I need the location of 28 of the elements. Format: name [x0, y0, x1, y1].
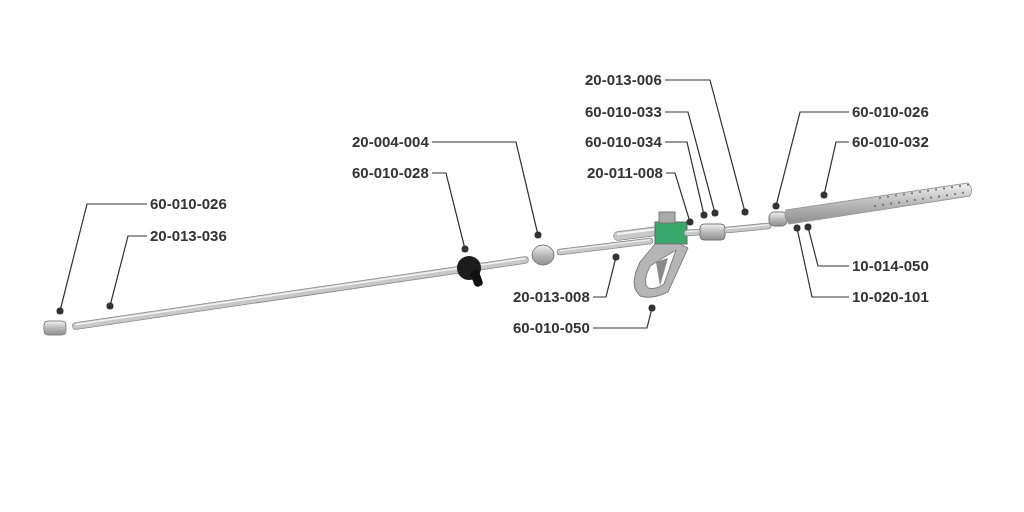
part-number: 60-010-050 — [513, 320, 590, 336]
part-number: 10-020-101 — [852, 289, 929, 305]
part-number: 20-013-008 — [513, 289, 590, 305]
part-number: 60-010-032 — [852, 134, 929, 150]
leader-line — [772, 111, 850, 210]
part-number: 10-014-050 — [852, 258, 929, 274]
leader-line — [664, 79, 749, 216]
leader-line — [820, 141, 850, 199]
part-number: 60-010-034 — [585, 134, 662, 150]
part-number: 20-011-008 — [587, 165, 663, 181]
leader-line — [592, 253, 620, 298]
leader-line — [56, 203, 148, 315]
leader-line — [665, 172, 694, 226]
leader-line — [592, 304, 656, 329]
leader-line — [106, 235, 148, 310]
part-number: 60-010-026 — [150, 196, 227, 212]
leader-line — [793, 224, 850, 298]
leader-line — [664, 141, 708, 219]
leader-line — [431, 172, 469, 253]
leader-line — [664, 111, 719, 217]
part-number: 20-004-004 — [352, 134, 429, 150]
part-number: 60-010-028 — [352, 165, 429, 181]
leader-line — [804, 223, 850, 267]
part-number: 60-010-026 — [852, 104, 929, 120]
part-number: 20-013-036 — [150, 228, 227, 244]
part-number: 60-010-033 — [585, 104, 662, 120]
part-number: 20-013-006 — [585, 72, 662, 88]
leader-line — [431, 141, 542, 239]
